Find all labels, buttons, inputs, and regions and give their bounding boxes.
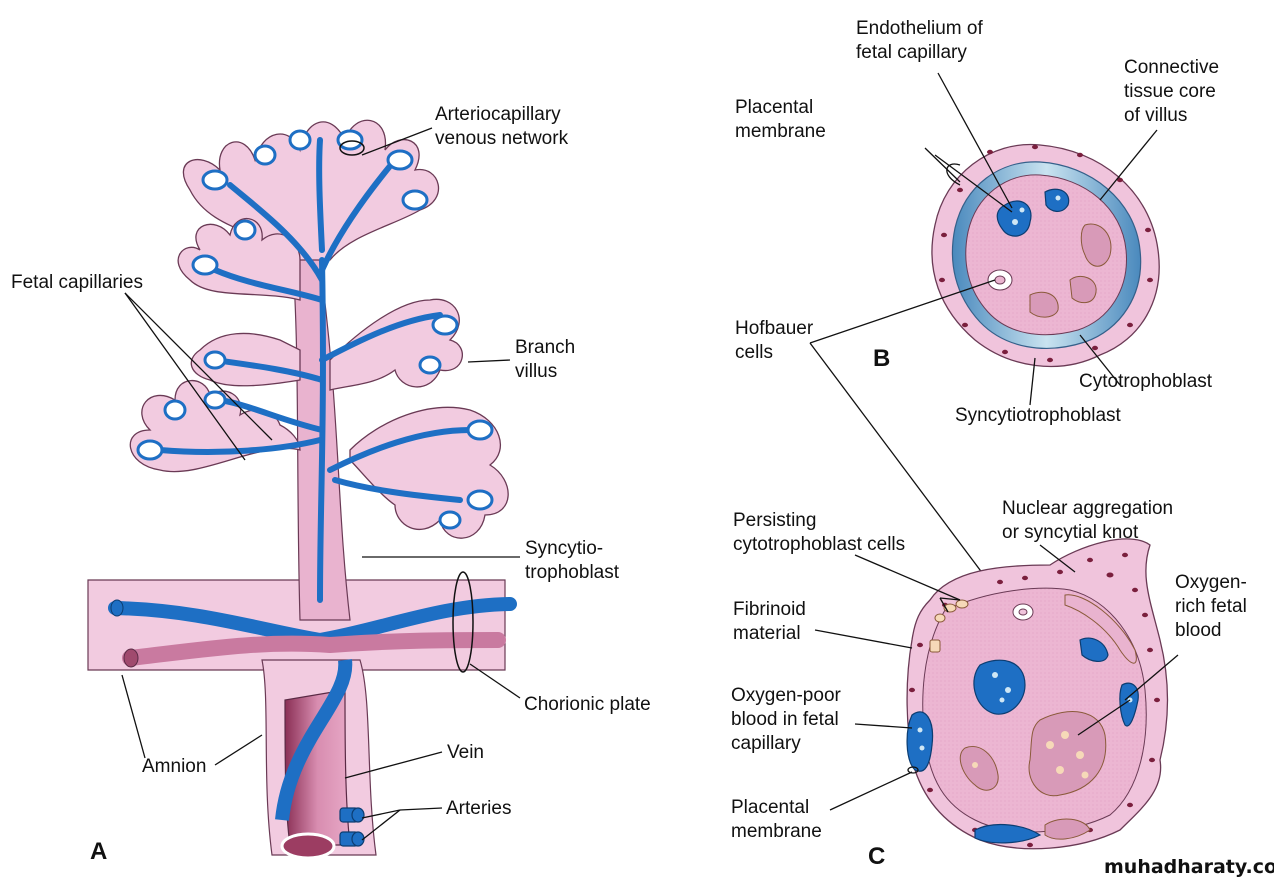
label-line: Connective — [1124, 57, 1220, 78]
label-oxygen-poor-blood: Oxygen-poor blood in fetal capillary — [731, 684, 841, 756]
umbilical-arteries — [339, 807, 365, 847]
label-line: villus — [515, 361, 558, 382]
label-line: membrane — [735, 121, 826, 142]
label-arteries: Arteries — [446, 798, 512, 819]
panel-c-leader-lines — [814, 544, 1179, 811]
persisting-cytotrophoblast-cells — [929, 599, 969, 653]
label-chorionic-plate: Chorionic plate — [524, 694, 651, 715]
label-fetal-capillaries: Fetal capillaries — [11, 272, 143, 293]
capillary-loops — [136, 129, 494, 530]
label-amnion: Amnion — [142, 756, 207, 777]
label-fibrinoid-material: Fibrinoid material — [733, 598, 806, 646]
label-line: blood — [1175, 620, 1222, 641]
label-line: Hofbauer — [735, 318, 814, 339]
label-placental-membrane-b: Placental membrane — [735, 96, 826, 144]
label-line: cells — [735, 342, 774, 363]
watermark: muhadharaty.com — [1104, 856, 1274, 878]
label-persisting-cytotrophoblast: Persisting cytotrophoblast cells — [733, 509, 905, 557]
panel-b-leader-lines — [809, 72, 1158, 611]
panel-letter-a: A — [90, 838, 108, 865]
label-line: Placental — [735, 97, 814, 118]
label-line: Syncytio- — [525, 538, 604, 559]
fetal-capillaries-c — [906, 637, 1139, 844]
label-line: material — [733, 623, 801, 644]
label-branch-villus: Branch villus — [515, 336, 575, 384]
label-line: rich fetal — [1175, 596, 1247, 617]
label-line: of villus — [1124, 105, 1188, 126]
label-line: venous network — [435, 128, 569, 149]
chorionic-vein — [122, 632, 506, 666]
label-syncytiotrophoblast-b: Syncytiotrophoblast — [955, 405, 1121, 426]
label-endothelium: Endothelium of fetal capillary — [856, 17, 983, 65]
label-line: blood in fetal — [731, 709, 839, 730]
label-line: capillary — [731, 733, 801, 754]
label-line: Nuclear aggregation — [1002, 498, 1174, 519]
label-syncytiotrophoblast-a: Syncytio- trophoblast — [525, 537, 619, 585]
label-line: tissue core — [1124, 81, 1216, 102]
label-connective-tissue-core: Connective tissue core of villus — [1124, 56, 1219, 128]
label-placental-membrane-c: Placental membrane — [731, 796, 822, 844]
label-hofbauer-cells: Hofbauer cells — [735, 317, 813, 365]
label-cytotrophoblast: Cytotrophoblast — [1079, 371, 1213, 392]
label-line: Persisting — [733, 510, 817, 531]
panel-letter-c: C — [868, 843, 886, 870]
hofbauer-cell-c — [1012, 603, 1034, 621]
syncytial-knot-nuclei — [909, 552, 1160, 848]
hofbauer-cells — [987, 269, 1013, 291]
label-vein: Vein — [447, 742, 484, 763]
panel-a-leader-lines — [121, 127, 521, 841]
panel-b-cross-section — [809, 72, 1160, 611]
panel-c-cross-section — [814, 538, 1179, 850]
syncytial-nuclei — [939, 144, 1153, 363]
umbilical-vein-opening — [280, 832, 336, 860]
connective-cells-b — [1029, 223, 1112, 318]
label-line: Oxygen-poor — [731, 685, 841, 706]
nuclear-aggregation — [1064, 594, 1137, 664]
label-nuclear-aggregation: Nuclear aggregation or syncytial knot — [1002, 497, 1173, 545]
label-line: fetal capillary — [856, 42, 967, 63]
label-line: or syncytial knot — [1002, 522, 1139, 543]
label-line: membrane — [731, 821, 822, 842]
label-line: Placental — [731, 797, 810, 818]
label-line: Fibrinoid — [733, 599, 806, 620]
label-line: Branch — [515, 337, 576, 358]
panel-a-villus-tree — [87, 119, 521, 860]
label-arteriocapillary-network: Arteriocapillary venous network — [435, 103, 568, 151]
panel-letter-b: B — [873, 345, 891, 372]
label-line: Oxygen- — [1175, 572, 1247, 593]
umbilical-artery-spiral — [275, 659, 353, 821]
label-line: cytotrophoblast cells — [733, 534, 906, 555]
label-line: trophoblast — [525, 562, 620, 583]
label-line: Arteriocapillary — [435, 104, 561, 125]
label-oxygen-rich-blood: Oxygen- rich fetal blood — [1175, 571, 1247, 643]
label-line: Endothelium of — [856, 18, 983, 39]
